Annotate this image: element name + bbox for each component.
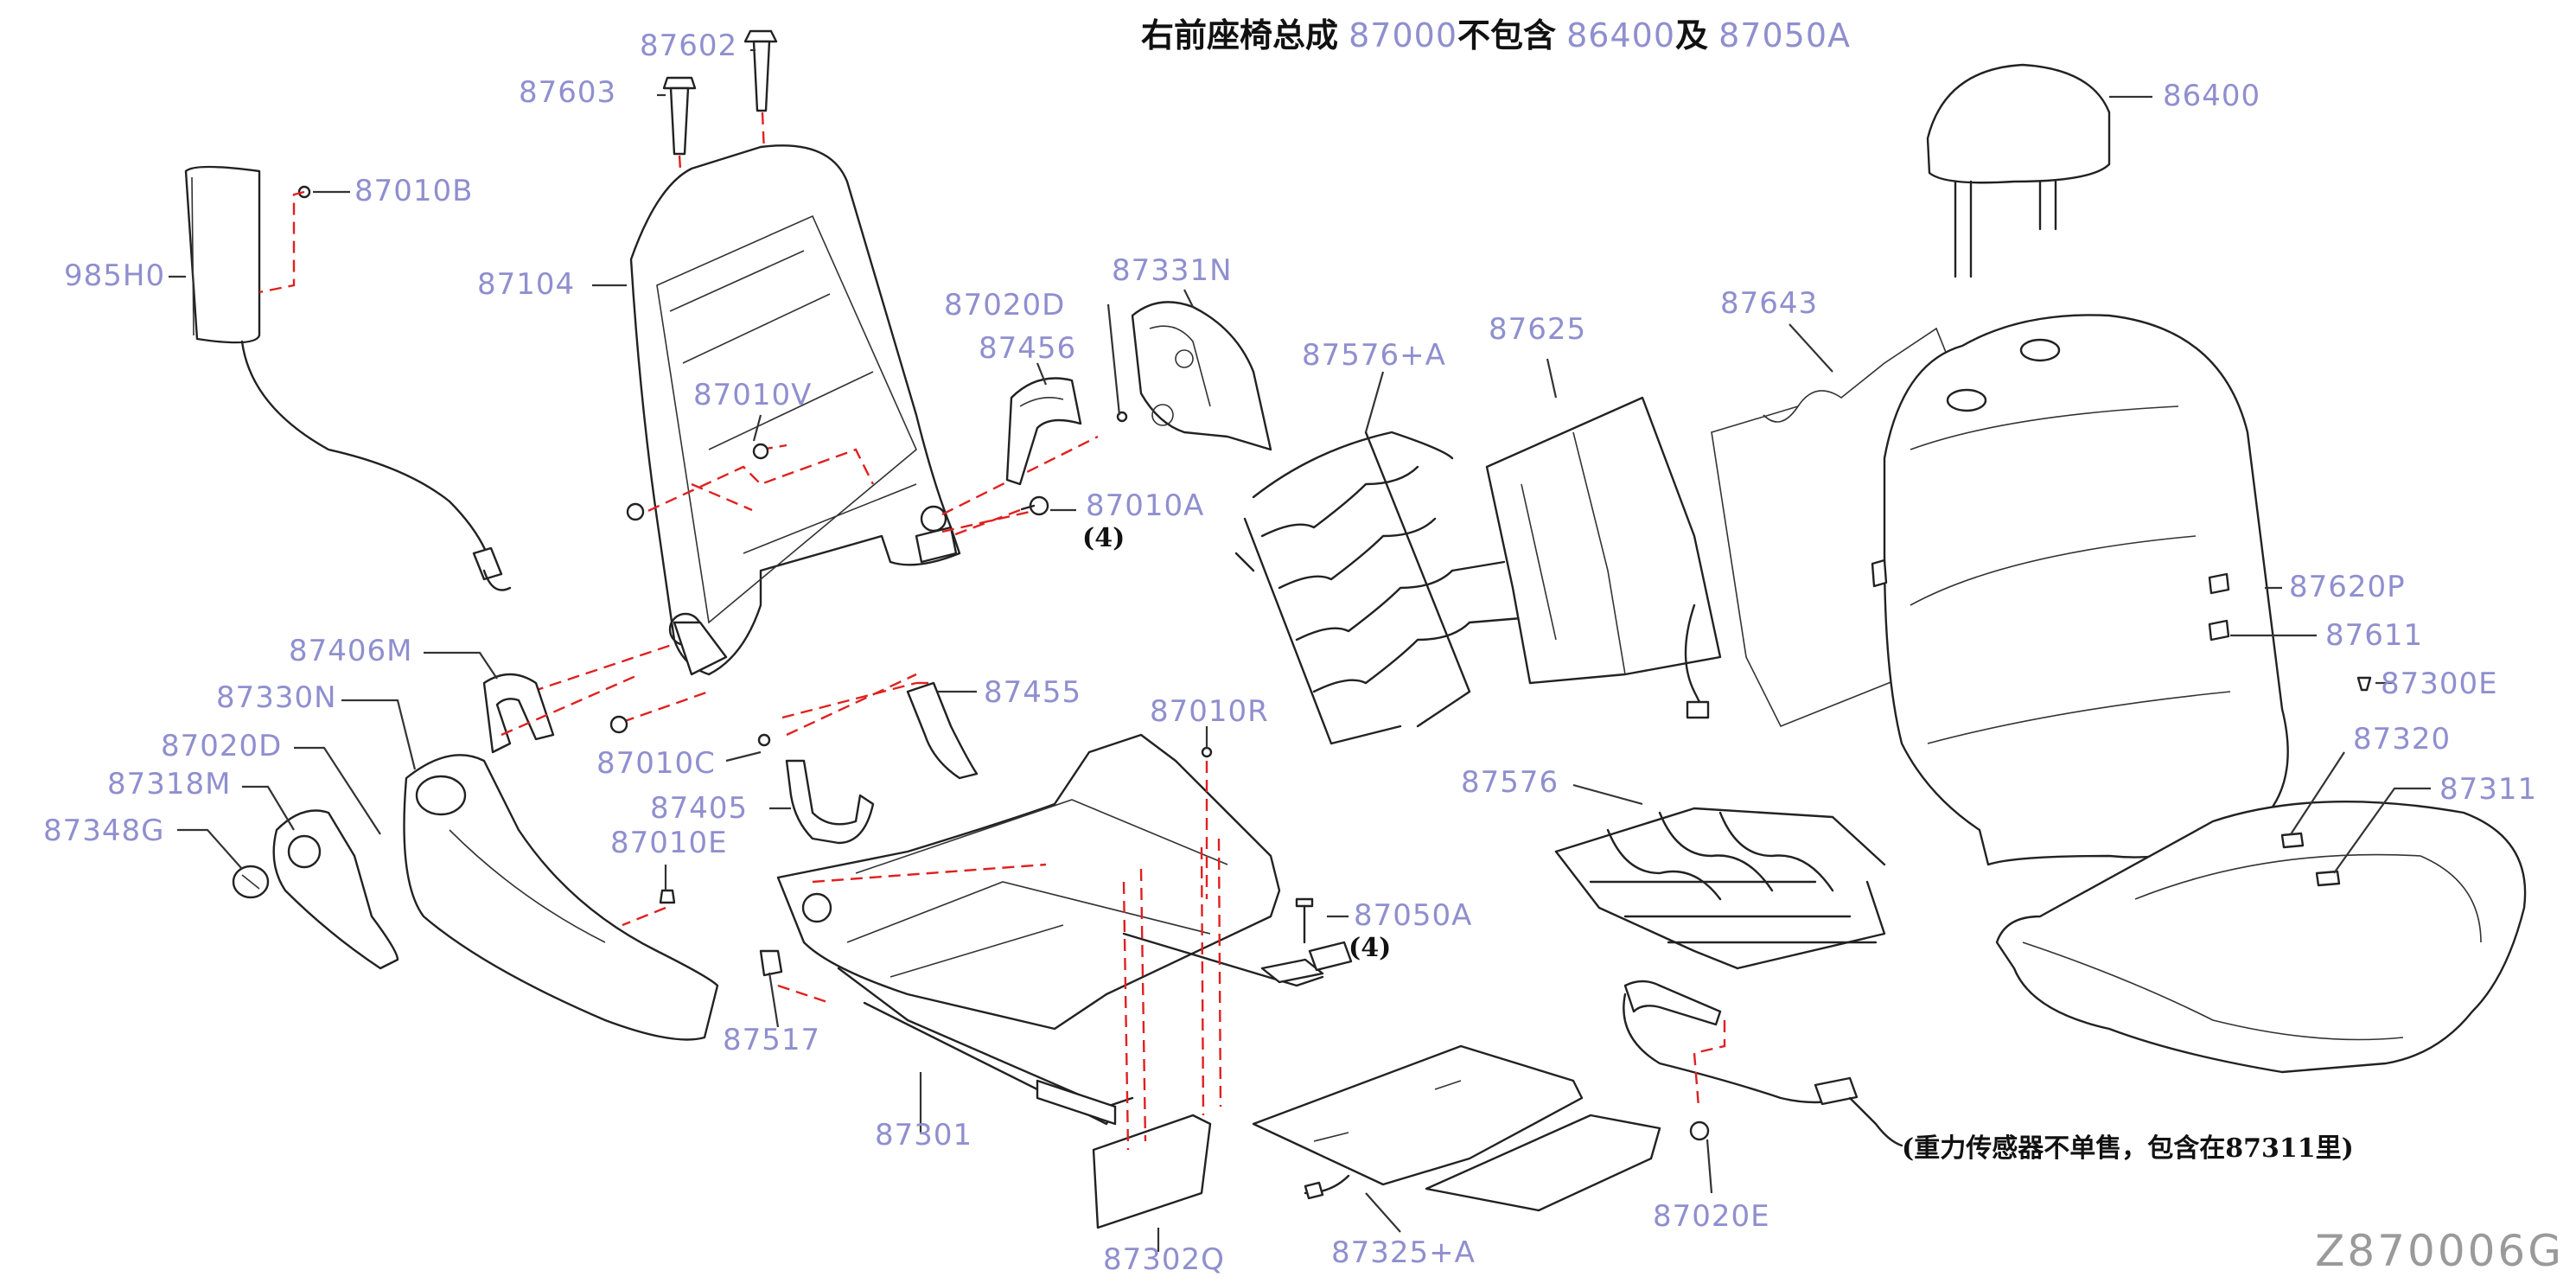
callout-87302q[interactable]: 87302Q: [1103, 1242, 1225, 1277]
screw-87010c: [757, 733, 771, 747]
callout-87301[interactable]: 87301: [875, 1118, 973, 1152]
callout-87406m[interactable]: 87406M: [289, 634, 413, 668]
seat-frame-87301: [776, 681, 1353, 1126]
diagram-title: 右前座椅总成 87000不包含 86400及 87050A: [1141, 19, 1851, 52]
callout-87602[interactable]: 87602: [640, 29, 738, 63]
seat-cushion-assembly: [1995, 800, 2527, 1074]
callout-87576a[interactable]: 87576+A: [1302, 338, 1446, 373]
title-part1: 右前座椅总成: [1141, 16, 1339, 54]
airbag-module-985h0: [184, 165, 512, 591]
bracket-87302q: [1092, 838, 1222, 1229]
seatback-trim-assembly: [1871, 314, 2289, 866]
leader-lines: [169, 48, 2431, 1252]
knob-87348g: [232, 865, 270, 899]
side-cover-87318m: [272, 809, 399, 970]
callout-985h0[interactable]: 985H0: [64, 259, 166, 293]
callout-87456[interactable]: 87456: [979, 331, 1077, 366]
callout-87330n[interactable]: 87330N: [216, 680, 337, 715]
back-spring-87576a: [1234, 431, 1523, 745]
qty-87010a: (4): [1082, 523, 1125, 553]
title-pn1[interactable]: 87000: [1349, 16, 1457, 54]
callout-87625[interactable]: 87625: [1489, 312, 1587, 347]
callout-87010a[interactable]: 87010A: [1086, 488, 1205, 523]
callout-86400[interactable]: 86400: [2163, 79, 2261, 113]
qty-87050a: (4): [1349, 933, 1392, 963]
callout-87050a[interactable]: 87050A: [1354, 898, 1473, 933]
cushion-spring-87576: [1554, 807, 1886, 970]
title-part2: 不包含: [1457, 16, 1557, 54]
weight-sensor-harness: [1623, 980, 1903, 1147]
bracket-87405: [785, 759, 875, 845]
callout-87325a[interactable]: 87325+A: [1331, 1235, 1476, 1270]
back-pad-87625: [1485, 396, 1722, 719]
callout-87603[interactable]: 87603: [519, 75, 617, 110]
callout-87320[interactable]: 87320: [2353, 722, 2452, 756]
bolt-87050a: [1295, 897, 1314, 944]
callout-87517[interactable]: 87517: [723, 1023, 821, 1057]
callout-87010r[interactable]: 87010R: [1150, 694, 1269, 729]
screw-87010a: [950, 495, 1049, 538]
clip-87517: [759, 949, 831, 1005]
title-pn2[interactable]: 86400: [1566, 16, 1675, 54]
callout-87405[interactable]: 87405: [650, 791, 749, 826]
cushion-heater-87325a: [1252, 1044, 1661, 1212]
callout-87020e[interactable]: 87020E: [1653, 1199, 1770, 1234]
callout-87311[interactable]: 87311: [2439, 772, 2538, 807]
clip-87300e: [2356, 676, 2372, 692]
screw-87010e: [622, 889, 676, 927]
callout-87455[interactable]: 87455: [984, 675, 1082, 710]
callout-87010c[interactable]: 87010C: [596, 746, 716, 781]
frame-bolts: [531, 642, 710, 734]
callout-87576[interactable]: 87576: [1461, 765, 1559, 800]
callout-87020d-bottom[interactable]: 87020D: [161, 729, 283, 763]
callout-87620p[interactable]: 87620P: [2289, 570, 2406, 604]
recliner-cover-87331n: [1116, 301, 1272, 451]
callout-87104[interactable]: 87104: [477, 267, 576, 302]
seatback-frame-87104: [626, 144, 1099, 676]
callout-87010e[interactable]: 87010E: [610, 826, 728, 860]
callout-87020d-top[interactable]: 87020D: [944, 288, 1066, 322]
callout-87643[interactable]: 87643: [1720, 286, 1819, 321]
callout-87010b[interactable]: 87010B: [354, 174, 474, 208]
bracket-87456: [1005, 377, 1082, 486]
title-pn3[interactable]: 87050A: [1718, 16, 1851, 54]
callout-87348g[interactable]: 87348G: [43, 814, 165, 848]
callout-87010v[interactable]: 87010V: [693, 378, 813, 412]
callout-87611[interactable]: 87611: [2325, 618, 2424, 653]
title-part3: 及: [1675, 16, 1709, 54]
bracket-87455: [786, 673, 979, 780]
callout-87318m[interactable]: 87318M: [107, 767, 232, 801]
diagram-code: Z870006G: [2315, 1226, 2564, 1276]
headrest-86400: [1926, 63, 2111, 278]
side-cover-87330n: [403, 754, 719, 1041]
weight-sensor-note: (重力传感器不单售，包含在87311里): [1902, 1133, 2354, 1164]
callout-87331n[interactable]: 87331N: [1112, 253, 1233, 288]
headrest-guides: [662, 29, 778, 213]
callout-87300e[interactable]: 87300E: [2381, 667, 2498, 701]
cover-87406m: [482, 673, 641, 754]
